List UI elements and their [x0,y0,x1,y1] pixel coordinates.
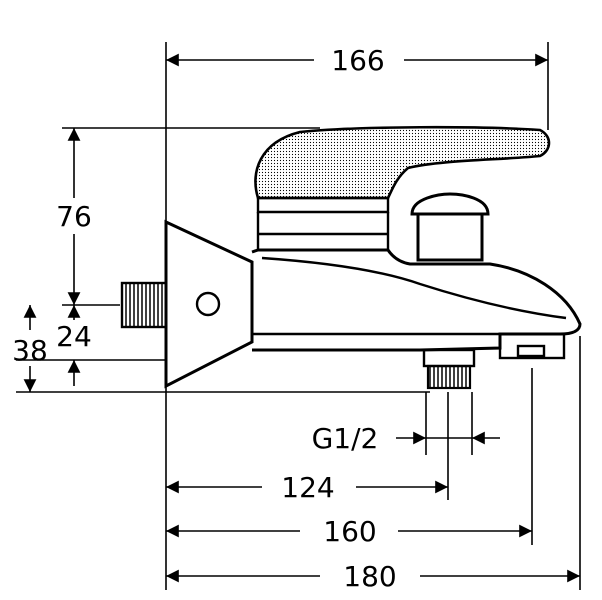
dimension-38: 38 [12,305,48,392]
dimension-thread: G1/2 [312,422,500,455]
dimension-76-label: 76 [56,200,92,233]
cartridge-housing [256,196,390,214]
dimension-38-label: 38 [12,334,48,367]
spout-outlet [498,332,566,360]
dimension-160: 160 [166,515,532,548]
dimension-124-label: 124 [281,471,334,504]
bottom-outlet-thread [426,364,472,390]
dimension-24-label: 24 [56,320,92,353]
diverter-knob [410,192,490,216]
dimension-180: 180 [166,560,580,593]
lever-handle [254,125,551,200]
wall-escutcheon [164,219,254,389]
dimension-166-label: 166 [331,44,384,77]
dimension-166: 166 [166,44,548,77]
dimension-180-label: 180 [343,560,396,593]
inlet-thread [120,281,168,329]
main-body [251,248,582,352]
dimension-76: 76 [56,128,92,305]
escutcheon-screw [195,291,221,317]
dimension-124: 124 [166,471,448,504]
extension-lines [16,42,581,590]
dimension-160-label: 160 [323,515,376,548]
dimension-thread-label: G1/2 [312,422,379,455]
dimension-24: 24 [56,305,92,386]
bottom-outlet-nut [422,348,476,368]
faucet-body [120,125,582,390]
